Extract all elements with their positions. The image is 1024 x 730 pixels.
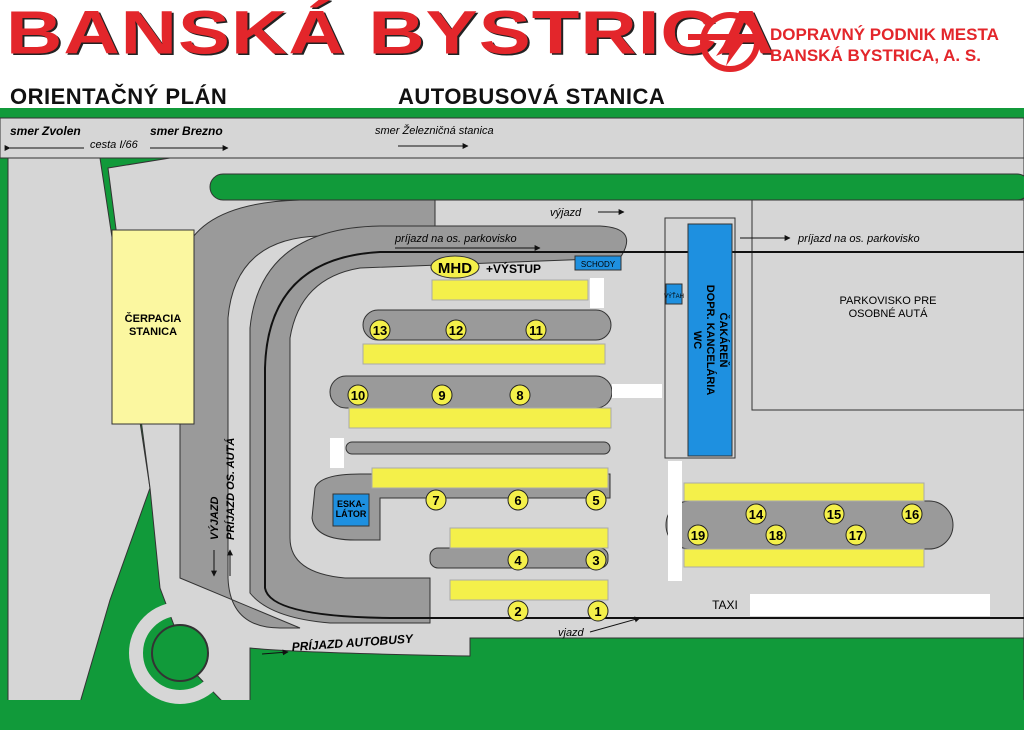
- platform-2-label: 2: [514, 604, 521, 619]
- label-vjazd: vjazd: [558, 627, 585, 639]
- company-logo-icon: [688, 12, 760, 72]
- mhd-label: MHD: [438, 260, 472, 277]
- label-parking-right: príjazd na os. parkovisko: [797, 233, 920, 245]
- escalator: [332, 493, 370, 527]
- platform-6-label: 6: [514, 493, 521, 508]
- platform-8-marker: [509, 384, 531, 406]
- escalator-label: ESKA-LÁTOR: [336, 499, 367, 519]
- platform-4-marker: [507, 549, 529, 571]
- platform-17-label: 17: [849, 528, 863, 543]
- stairs-label: SCHODY: [581, 260, 616, 269]
- platform-10-marker: [347, 384, 369, 406]
- waiting-room-label: ČAKÁREŇDOPR. KANCELÁRIAWC: [691, 285, 730, 396]
- platform-18-marker: [765, 524, 787, 546]
- company-line1: DOPRAVNÝ PODNIK MESTA: [770, 25, 999, 44]
- platform-13-label: 13: [373, 323, 387, 338]
- platform-18-label: 18: [769, 528, 783, 543]
- platform-15-label: 15: [827, 507, 841, 522]
- platform-3-label: 3: [592, 553, 599, 568]
- lift: [665, 283, 683, 305]
- platform-15-marker: [823, 503, 845, 525]
- taxi-label: TAXI: [712, 598, 738, 612]
- company-line2: BANSKÁ BYSTRICA, A. S.: [770, 46, 981, 65]
- platform-7-label: 7: [432, 493, 439, 508]
- platform-12-label: 12: [449, 323, 463, 338]
- platform-1-marker: [587, 600, 609, 622]
- platform-13-marker: [369, 319, 391, 341]
- platform-12-marker: [445, 319, 467, 341]
- label-cesta: cesta I/66: [90, 139, 139, 151]
- platform-5-marker: [585, 489, 607, 511]
- company-name: DOPRAVNÝ PODNIK MESTA BANSKÁ BYSTRICA, A…: [770, 24, 999, 66]
- mhd-badge: [430, 255, 480, 279]
- platform-14-label: 14: [749, 507, 764, 522]
- platform-11-marker: [525, 319, 547, 341]
- subtitle-orientation-plan: ORIENTAČNÝ PLÁN: [10, 84, 228, 109]
- platform-7-marker: [425, 489, 447, 511]
- platform-14-marker: [745, 503, 767, 525]
- gas-station: [111, 229, 195, 425]
- platform-11-label: 11: [529, 323, 543, 338]
- platform-2-marker: [507, 600, 529, 622]
- subtitle-bus-station: AUTOBUSOVÁ STANICA: [398, 84, 666, 109]
- label-prijazd-auta: PRÍJAZD OS. AUTÁ: [224, 438, 237, 540]
- platform-16-label: 16: [905, 507, 919, 522]
- platform-9-marker: [431, 384, 453, 406]
- platform-19-label: 19: [691, 528, 705, 543]
- platform-19-marker: [687, 524, 709, 546]
- platform-3-marker: [585, 549, 607, 571]
- vystup-label: +VÝSTUP: [486, 261, 541, 276]
- label-smer-brezno: smer Brezno: [150, 124, 223, 138]
- stairs: [574, 255, 622, 271]
- platform-10-label: 10: [351, 388, 365, 403]
- platform-8-label: 8: [516, 388, 523, 403]
- platform-9-label: 9: [438, 388, 445, 403]
- platform-16-marker: [901, 503, 923, 525]
- platform-5-label: 5: [592, 493, 599, 508]
- label-smer-zvolen: smer Zvolen: [10, 124, 81, 138]
- platform-4-label: 4: [514, 553, 522, 568]
- lift-label: VÝŤAH: [664, 292, 684, 300]
- waiting-room: [687, 223, 733, 457]
- platform-6-marker: [507, 489, 529, 511]
- platform-17-marker: [845, 524, 867, 546]
- label-smer-zelez: smer Železničná stanica: [375, 124, 494, 137]
- page-title: BANSKÁ BYSTRICA: [6, 0, 776, 67]
- platform-1-label: 1: [594, 604, 601, 619]
- label-vyjazd-top: výjazd: [550, 207, 582, 219]
- label-parking-left: príjazd na os. parkovisko: [394, 233, 517, 245]
- label-vyjazd: VÝJAZD: [208, 497, 221, 540]
